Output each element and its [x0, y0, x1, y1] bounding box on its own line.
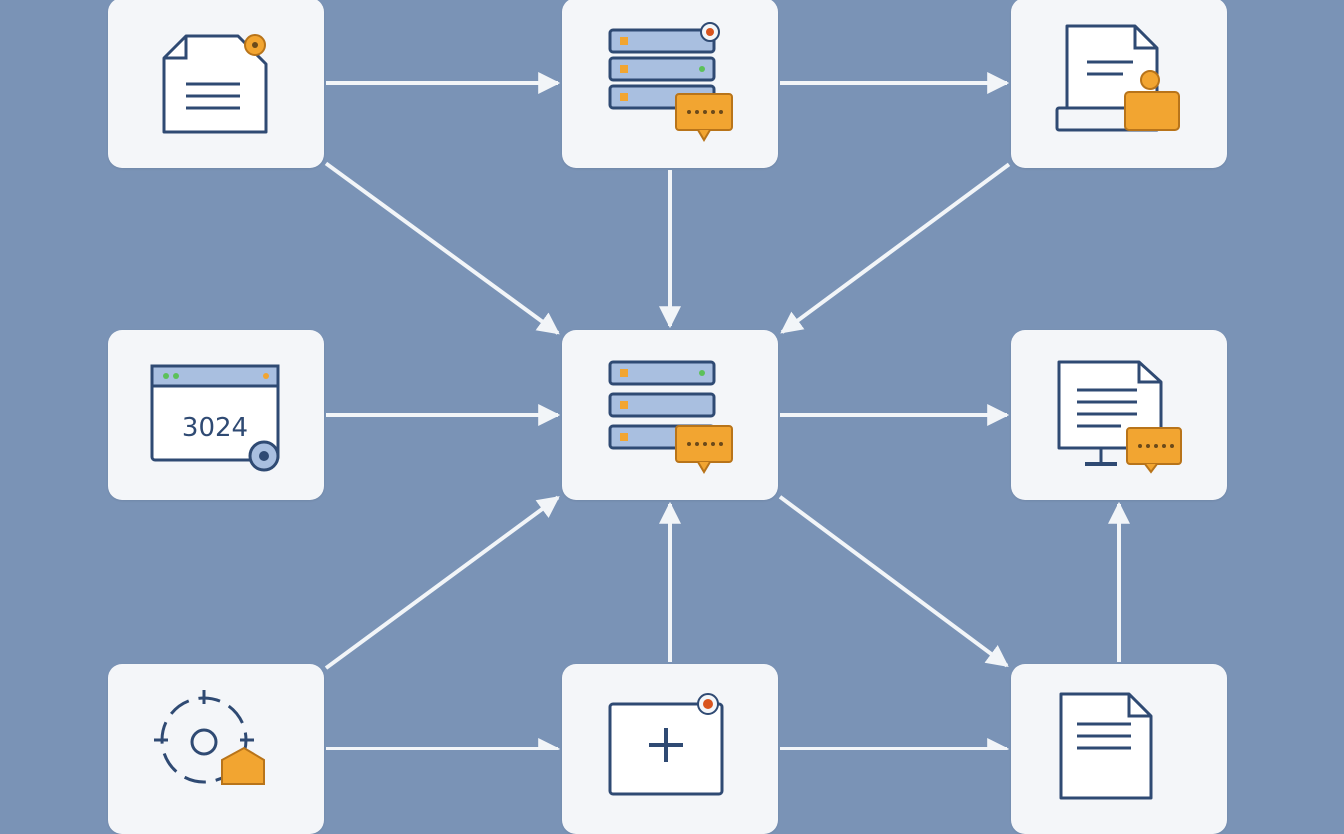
window-number-label: 3024	[182, 413, 248, 443]
node-add-window[interactable]	[562, 664, 778, 834]
node-target-user[interactable]	[108, 664, 324, 834]
node-document-user[interactable]	[1011, 0, 1227, 168]
add-window-icon	[608, 693, 724, 796]
arrow-n3-to-n5	[780, 162, 1011, 334]
browser-window-icon: 3024	[150, 364, 280, 472]
node-monitor[interactable]	[1011, 330, 1227, 500]
target-user-icon	[154, 690, 265, 785]
node-browser-window[interactable]: 3024	[108, 330, 324, 500]
server-chat-icon	[608, 22, 733, 142]
arrow-n5-to-n9	[778, 495, 1009, 668]
document-user-icon	[1055, 24, 1180, 132]
node-server[interactable]	[562, 0, 778, 168]
node-server-central[interactable]	[562, 330, 778, 500]
diagram-edges	[324, 72, 1130, 750]
document-icon	[1059, 692, 1153, 800]
server-chat-icon	[608, 360, 733, 474]
arrow-n1-to-n5	[324, 161, 560, 335]
node-document[interactable]	[108, 0, 324, 168]
node-document-bottom[interactable]	[1011, 664, 1227, 834]
monitor-chat-icon	[1057, 360, 1182, 474]
arrow-n7-to-n5	[324, 495, 560, 670]
document-icon	[162, 34, 268, 134]
